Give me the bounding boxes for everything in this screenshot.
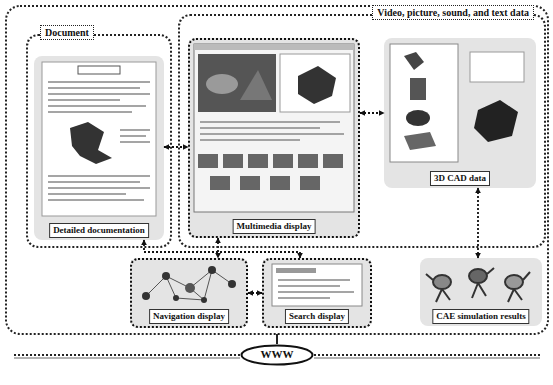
thumbnail (240, 176, 260, 190)
graph-node (173, 295, 179, 301)
text-lines (48, 82, 150, 112)
robot (433, 275, 451, 289)
model-view (280, 54, 350, 112)
document-page (42, 62, 156, 216)
network-line (14, 354, 240, 356)
outer-enclosure (6, 6, 548, 334)
thumbnail (300, 176, 320, 190)
panel-label: Multimedia display (233, 219, 316, 234)
panel-ground (262, 258, 372, 328)
text-lines (120, 130, 150, 142)
graph-node (228, 280, 236, 288)
document-region: Detailed documentationDocument (26, 34, 172, 248)
text-lines (48, 176, 150, 200)
panel-ground (130, 258, 248, 328)
thumbnail (273, 154, 293, 168)
robot (505, 275, 523, 289)
cad-panel: 3D CAD data (384, 38, 536, 188)
robot (508, 272, 530, 302)
text-lines (278, 280, 354, 298)
cad-model (474, 100, 518, 142)
panel-label: CAE simulation results (432, 309, 529, 324)
robot (469, 269, 487, 283)
model-object (298, 66, 336, 104)
graph-links (146, 270, 232, 300)
www-node: WWW (240, 344, 314, 366)
region-label: Document (40, 25, 94, 40)
navigation-graph (142, 266, 236, 303)
thumbnail (223, 154, 243, 168)
thumbnail (198, 154, 218, 168)
graph-node (208, 266, 216, 274)
panel-label: Search display (285, 309, 349, 324)
panel-label: Navigation display (149, 309, 229, 324)
graph-node (201, 297, 207, 303)
dotted-connector (248, 292, 262, 294)
video-frame (198, 54, 276, 112)
page-header (78, 66, 120, 74)
graph-node (185, 283, 195, 293)
dotted-connector (360, 112, 384, 114)
network-line (314, 358, 540, 359)
multimedia-screen (194, 44, 354, 212)
dotted-connector (217, 238, 219, 258)
thumbnail (323, 154, 343, 168)
cad-part (406, 110, 430, 126)
window (390, 44, 458, 162)
node-label: WWW (240, 344, 314, 364)
panel-ground (384, 38, 536, 188)
navigation-panel: Navigation display (130, 258, 248, 328)
thumbnail (270, 176, 290, 190)
panel-ground (420, 258, 542, 326)
video-content (240, 70, 272, 100)
page (42, 62, 156, 216)
dotted-connector (164, 146, 188, 148)
dotted-connector (144, 240, 300, 258)
cae-robots (426, 268, 530, 302)
thumbnails (198, 154, 343, 190)
window (272, 264, 362, 306)
cad-part (404, 52, 424, 70)
network-line (314, 354, 540, 356)
robot (426, 274, 450, 302)
documentation-panel: Detailed documentation (34, 56, 164, 240)
thumbnail (210, 176, 230, 190)
graph-node (162, 272, 170, 280)
view-panel (470, 52, 524, 82)
robot (472, 268, 494, 298)
cad-part (410, 78, 426, 100)
screen (194, 44, 354, 212)
panel-ground (34, 56, 164, 240)
panel-label: 3D CAD data (430, 171, 490, 186)
data-region: Multimedia display3D CAD dataVideo, pict… (178, 14, 546, 248)
cad-window (390, 44, 524, 162)
link-line (276, 334, 278, 344)
menu-bar (194, 44, 354, 50)
figure (70, 122, 112, 164)
network-line (14, 358, 240, 359)
cae-panel: CAE simulation results (420, 258, 542, 326)
search-window (272, 264, 362, 306)
text-lines (200, 122, 344, 140)
search-field (276, 268, 316, 273)
video-content (206, 74, 238, 94)
thumbnail (248, 154, 268, 168)
region-label: Video, picture, sound, and text data (372, 5, 534, 20)
panel-ground (188, 38, 360, 238)
panel-label: Detailed documentation (49, 223, 149, 238)
cad-part (404, 132, 436, 150)
multimedia-panel: Multimedia display (188, 38, 360, 238)
thumbnail (298, 154, 318, 168)
graph-node (142, 292, 150, 300)
search-panel: Search display (262, 258, 372, 328)
